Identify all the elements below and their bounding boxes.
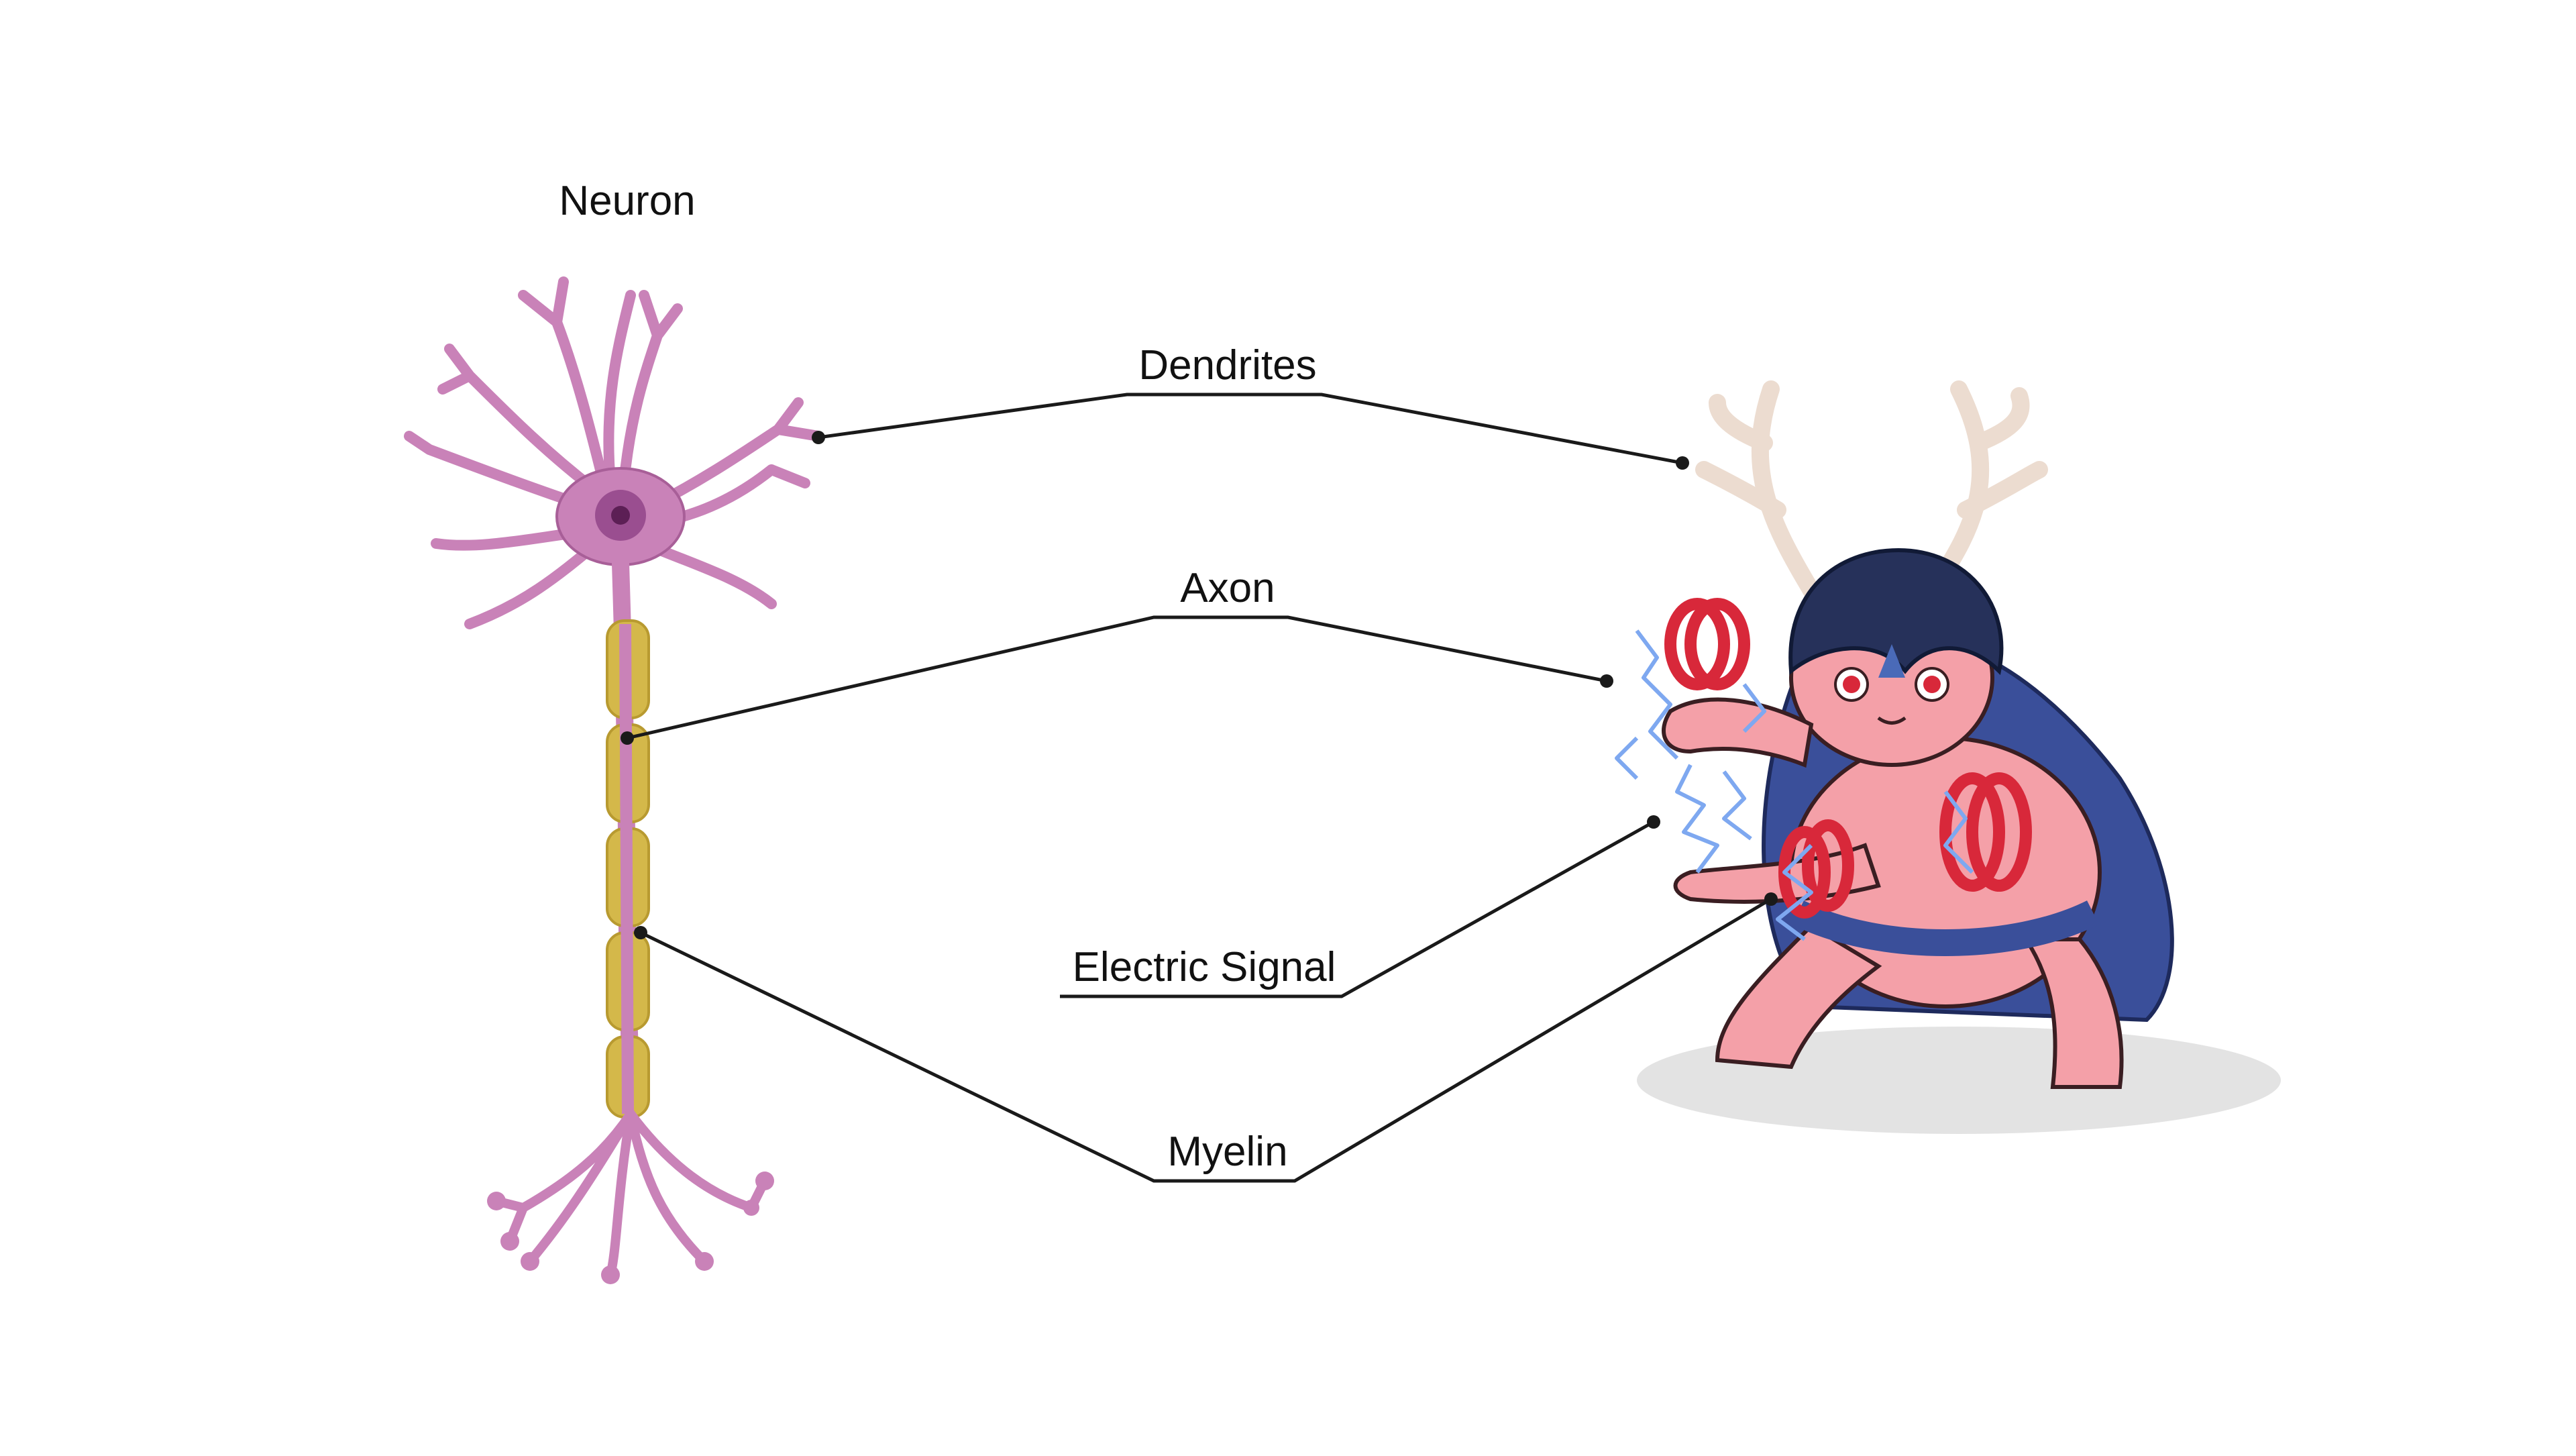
- helmet-gem: [1878, 644, 1905, 678]
- terminal-bulbs: [487, 1172, 774, 1284]
- label-dendrites: Dendrites: [1138, 342, 1316, 388]
- myelin-dot-creature: [1764, 892, 1778, 906]
- label-axon: Axon: [1180, 565, 1275, 611]
- left-pupil: [1843, 676, 1860, 693]
- label-myelin: Myelin: [1167, 1129, 1287, 1175]
- connector-lines: [621, 393, 1778, 1183]
- electric-signal-connector: [1060, 820, 1655, 998]
- dendrites-dot-neuron: [812, 431, 825, 444]
- sash: [1792, 900, 2099, 956]
- helmet: [1788, 548, 2004, 676]
- label-electric-signal: Electric Signal: [1073, 944, 1336, 990]
- axon-terminals: [492, 1109, 769, 1280]
- electric-signal-dot-creature: [1647, 815, 1660, 829]
- arm-bands: [1664, 598, 2032, 919]
- dendrites-dot-creature: [1676, 456, 1689, 470]
- mouth: [1877, 716, 1907, 725]
- right-pupil: [1923, 676, 1941, 693]
- neuron-title: Neuron: [559, 178, 695, 224]
- myelin-connector: [639, 897, 1772, 1183]
- axon-core: [619, 623, 634, 1114]
- lightning-energy: [1615, 629, 1974, 941]
- nucleolus: [611, 506, 630, 525]
- dendrites-connector: [818, 393, 1683, 465]
- right-leg: [2022, 937, 2124, 1089]
- antlered-creature-illustration: [1615, 380, 2281, 1134]
- axon-dot-creature: [1600, 674, 1613, 688]
- axon-connector: [627, 615, 1607, 740]
- axon-dot-neuron: [621, 731, 634, 745]
- upper-arm-hand: [1662, 697, 1814, 768]
- myelin-dot-neuron: [634, 926, 647, 939]
- left-leg: [1715, 923, 1882, 1070]
- neuron-illustration: [404, 276, 824, 1284]
